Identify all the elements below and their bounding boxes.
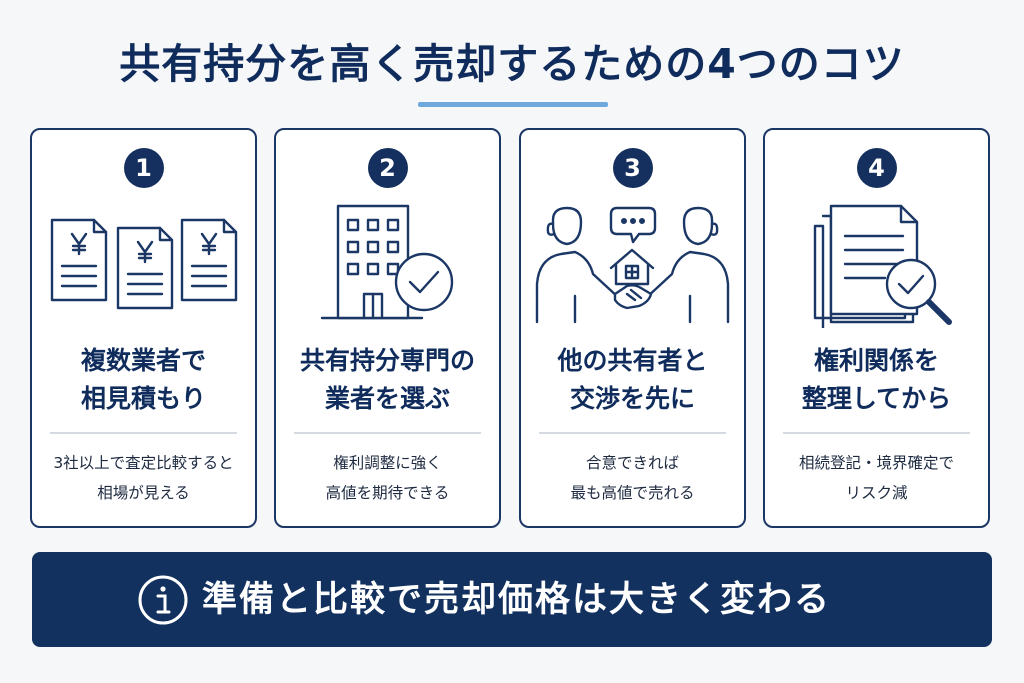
step-number-badge: 3 (612, 148, 653, 188)
tip-description: 相続登記・境界確定で リスク減 (769, 448, 984, 508)
tip-heading: 権利関係を 整理してから (769, 342, 984, 418)
tip-description: 合意できれば 最も高値で売れる (525, 448, 740, 508)
step-number-badge: 2 (367, 148, 408, 188)
handshake-house-icon (531, 202, 734, 328)
tip-card-4: 4 権利関係を 整理してから 相続登記・境界確定で リスク減 (763, 128, 990, 528)
card-divider (783, 432, 970, 434)
yen-documents-icon (42, 202, 245, 328)
summary-banner: 準備と比較で売却価格は大きく変わる (32, 552, 992, 647)
summary-text: 準備と比較で売却価格は大きく変わる (202, 580, 832, 620)
tip-heading-line: 整理してから (801, 384, 952, 413)
tip-heading: 他の共有者と 交渉を先に (525, 342, 740, 418)
tip-description-line: 相続登記・境界確定で (798, 454, 954, 472)
tip-heading-line: 他の共有者と (557, 346, 708, 375)
tip-description-line: 高値を期待できる (325, 484, 450, 502)
tip-heading: 複数業者で 相見積もり (36, 342, 251, 418)
building-check-icon (286, 202, 489, 328)
document-inspection-icon (775, 202, 978, 328)
page-title: 共有持分を高く売却するための4つのコツ (119, 40, 905, 88)
tip-heading-line: 相見積もり (80, 384, 206, 413)
tip-heading-line: 交渉を先に (569, 384, 695, 413)
tip-heading-line: 複数業者で (80, 346, 206, 375)
tip-description-line: 相場が見える (97, 484, 190, 502)
step-number-badge: 1 (123, 148, 164, 188)
tip-card-3: 3 他の共有者と 交渉を先に 合意できれば 最 (519, 128, 746, 528)
tip-description: 権利調整に強く 高値を期待できる (280, 448, 495, 508)
info-icon (137, 574, 189, 626)
tip-heading-line: 権利関係を (813, 346, 939, 375)
tip-card-1: 1 複数業者で 相見積もり 3社以上で査定比較すると 相場が見える (30, 128, 257, 528)
tip-description-line: 合意できれば (585, 454, 679, 472)
tip-description-line: 3社以上で査定比較すると (53, 454, 234, 472)
step-number-badge: 4 (856, 148, 897, 188)
tip-description: 3社以上で査定比較すると 相場が見える (36, 448, 251, 508)
card-divider (294, 432, 481, 434)
tip-heading: 共有持分専門の 業者を選ぶ (280, 342, 495, 418)
tip-description-line: リスク減 (845, 484, 908, 502)
tip-heading-line: 共有持分専門の (299, 346, 475, 375)
tip-description-line: 最も高値で売れる (570, 484, 695, 502)
card-divider (539, 432, 726, 434)
card-divider (50, 432, 237, 434)
tip-heading-line: 業者を選ぶ (324, 384, 450, 413)
title-underline (418, 102, 608, 107)
tip-card-2: 2 共有持分専門の 業者を選ぶ 権利調整に強く 高値を期待できる (274, 128, 501, 528)
tip-description-line: 権利調整に強く (333, 454, 442, 472)
